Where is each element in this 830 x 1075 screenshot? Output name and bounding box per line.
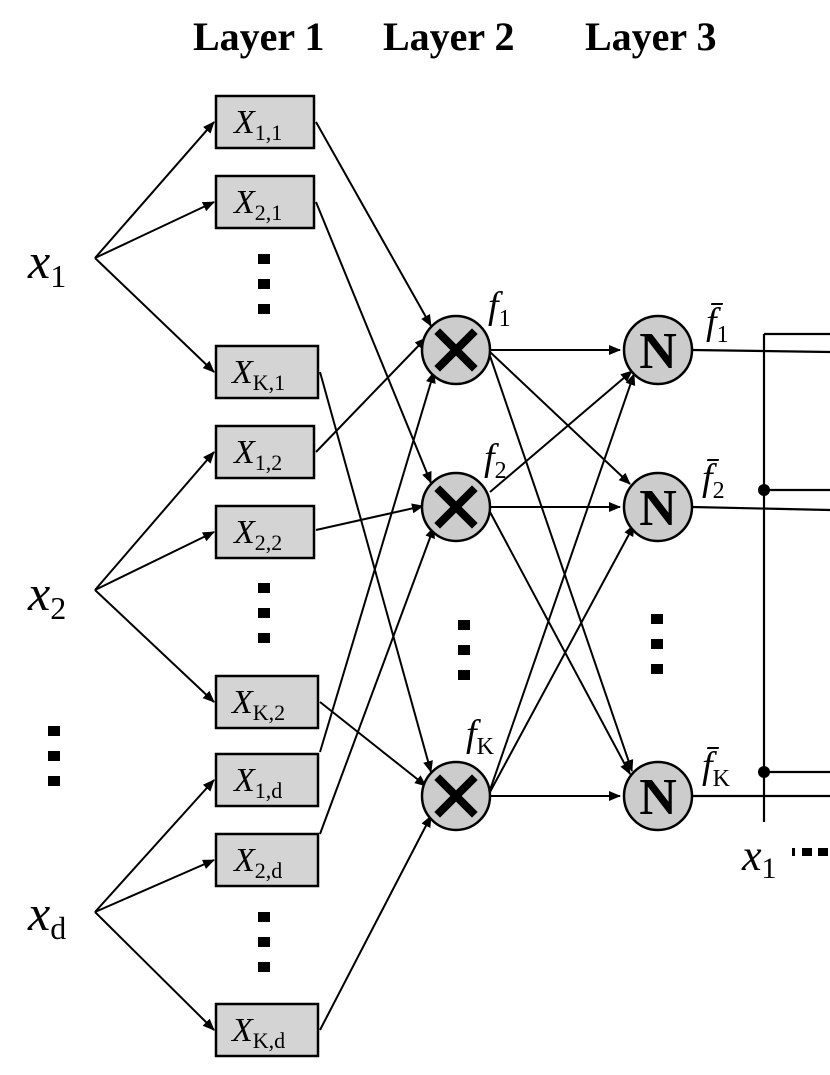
- output-lines: [691, 332, 830, 822]
- bottom-subscript: 1: [762, 852, 777, 885]
- junction-dot: [758, 484, 770, 496]
- svg-text:X1,d: X1,d: [232, 762, 282, 803]
- input-node-x2: x2: [27, 565, 66, 626]
- norm-output-subscript: 2: [713, 478, 725, 504]
- svg-text:f̄1: f̄1: [706, 301, 729, 348]
- node-subscript: 2: [495, 458, 507, 484]
- svg-text:f1: f1: [488, 285, 511, 332]
- membership-edges: [315, 121, 436, 1031]
- svg-text:X2,d: X2,d: [232, 842, 282, 883]
- product-node-fK: fK: [420, 713, 495, 832]
- layer-1-header: Layer 1: [193, 14, 324, 59]
- membership-box: X2,2: [214, 504, 316, 560]
- svg-text:X2,2: X2,2: [232, 514, 282, 555]
- box-label: X: [232, 842, 256, 879]
- product-edges: [489, 345, 636, 801]
- norm-letter: N: [639, 769, 677, 826]
- svg-text:f̄K: f̄K: [702, 745, 731, 792]
- input-node-x1: x1: [27, 233, 66, 294]
- node-subscript: K: [477, 734, 495, 760]
- svg-text:X1,2: X1,2: [232, 434, 282, 475]
- multiply-icon: [434, 774, 478, 818]
- input-node-xd: xd: [27, 885, 66, 946]
- box-label: X: [230, 684, 254, 721]
- norm-letter: N: [639, 323, 677, 380]
- box-label: X: [232, 434, 256, 471]
- box-subscript: 2,1: [255, 200, 283, 225]
- product-node-f1: f1: [420, 285, 511, 386]
- input-label: x: [27, 233, 50, 289]
- svg-text:xd: xd: [27, 885, 66, 946]
- input-subscript: d: [50, 910, 66, 946]
- membership-box: XK,d: [214, 1002, 320, 1058]
- membership-box: X1,1: [214, 94, 316, 150]
- box-subscript: K,d: [253, 1028, 285, 1053]
- svg-text:x1: x1: [741, 831, 777, 885]
- box-label: X: [232, 184, 256, 221]
- svg-text:f̄2: f̄2: [702, 457, 725, 504]
- ellipsis-dots: [48, 254, 663, 972]
- norm-node-2: N f̄2: [622, 457, 725, 543]
- input-edges: [94, 121, 215, 1031]
- svg-text:XK,2: XK,2: [230, 684, 285, 725]
- membership-box: X1,2: [214, 424, 316, 480]
- input-subscript: 1: [50, 258, 66, 294]
- input-subscript: 2: [50, 590, 66, 626]
- multiply-icon: [434, 328, 478, 372]
- norm-node-1: N f̄1: [622, 301, 729, 386]
- layer-2-header: Layer 2: [383, 14, 514, 59]
- input-label: x: [27, 885, 50, 941]
- svg-text:X1,1: X1,1: [232, 104, 282, 145]
- membership-box: X2,d: [214, 832, 320, 888]
- norm-output-subscript: 1: [717, 322, 729, 348]
- multiply-icon: [434, 485, 478, 529]
- svg-text:XK,1: XK,1: [230, 354, 285, 395]
- norm-letter: N: [639, 480, 677, 537]
- box-subscript: K,2: [253, 700, 285, 725]
- bottom-label: x: [741, 831, 762, 880]
- box-subscript: 2,d: [255, 858, 283, 883]
- svg-text:fK: fK: [466, 713, 495, 760]
- box-label: X: [232, 762, 256, 799]
- svg-text:x2: x2: [27, 565, 66, 626]
- bottom-x1-label: x1: [741, 831, 828, 885]
- box-subscript: 1,2: [255, 450, 283, 475]
- membership-box: XK,2: [214, 674, 320, 730]
- norm-node-K: N f̄K: [622, 745, 731, 832]
- svg-text:x1: x1: [27, 233, 66, 294]
- box-label: X: [230, 1012, 254, 1049]
- node-subscript: 1: [499, 306, 511, 332]
- membership-box: X1,d: [214, 752, 320, 808]
- box-subscript: 1,1: [255, 120, 283, 145]
- box-label: X: [232, 104, 256, 141]
- svg-text:X2,1: X2,1: [232, 184, 282, 225]
- norm-output-subscript: K: [713, 766, 731, 792]
- membership-box: X2,1: [214, 174, 316, 230]
- box-subscript: K,1: [253, 370, 285, 395]
- input-label: x: [27, 565, 50, 621]
- membership-box: XK,1: [214, 344, 320, 400]
- svg-text:XK,d: XK,d: [230, 1012, 285, 1053]
- box-subscript: 1,d: [255, 778, 283, 803]
- trailing-dots: [792, 848, 828, 856]
- junction-dot: [758, 766, 770, 778]
- box-label: X: [230, 354, 254, 391]
- box-subscript: 2,2: [255, 530, 283, 555]
- layer-3-header: Layer 3: [585, 14, 716, 59]
- svg-text:f2: f2: [484, 437, 507, 484]
- box-label: X: [232, 514, 256, 551]
